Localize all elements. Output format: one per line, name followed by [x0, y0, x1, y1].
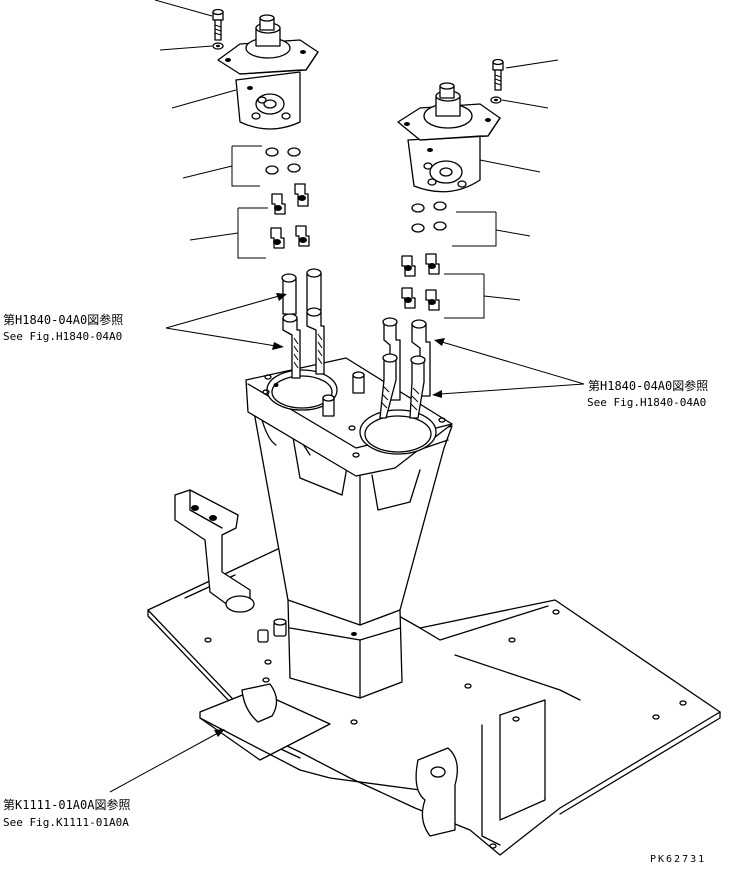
locating-pins	[322, 371, 365, 417]
drawing-code: PK62731	[650, 854, 706, 865]
callout-upper-left-en: See Fig.H1840-04A0	[3, 330, 122, 343]
callout-lower-left-en: See Fig.K1111-01A0A	[3, 816, 129, 829]
right-ppc-valve	[397, 82, 501, 193]
left-bolt	[212, 8, 224, 50]
callout-upper-left: 第H1840-04A0図参照 See Fig.H1840-04A0	[3, 312, 123, 343]
left-ppc-valve	[217, 14, 319, 130]
callout-lower-left-jp: 第K1111-01A0A図参照	[3, 797, 130, 812]
left-bracket	[174, 489, 255, 613]
console-box	[245, 357, 453, 699]
callout-right-jp: 第H1840-04A0図参照	[588, 378, 708, 393]
callout-arrows	[109, 293, 585, 793]
left-o-rings	[265, 147, 301, 175]
right-bolt	[490, 58, 504, 104]
callout-upper-left-jp: 第H1840-04A0図参照	[3, 312, 123, 327]
left-hose-assemblies	[270, 183, 325, 379]
plate-holes	[204, 609, 687, 849]
leader-lines	[154, 0, 559, 319]
callout-right: 第H1840-04A0図参照 See Fig.H1840-04A0	[587, 378, 708, 409]
callout-lower-left: 第K1111-01A0A図参照 See Fig.K1111-01A0A	[3, 797, 130, 829]
callout-right-en: See Fig.H1840-04A0	[587, 396, 706, 409]
right-hose-assemblies	[379, 253, 440, 419]
right-o-rings	[411, 201, 447, 233]
standoff-nuts	[257, 618, 287, 643]
